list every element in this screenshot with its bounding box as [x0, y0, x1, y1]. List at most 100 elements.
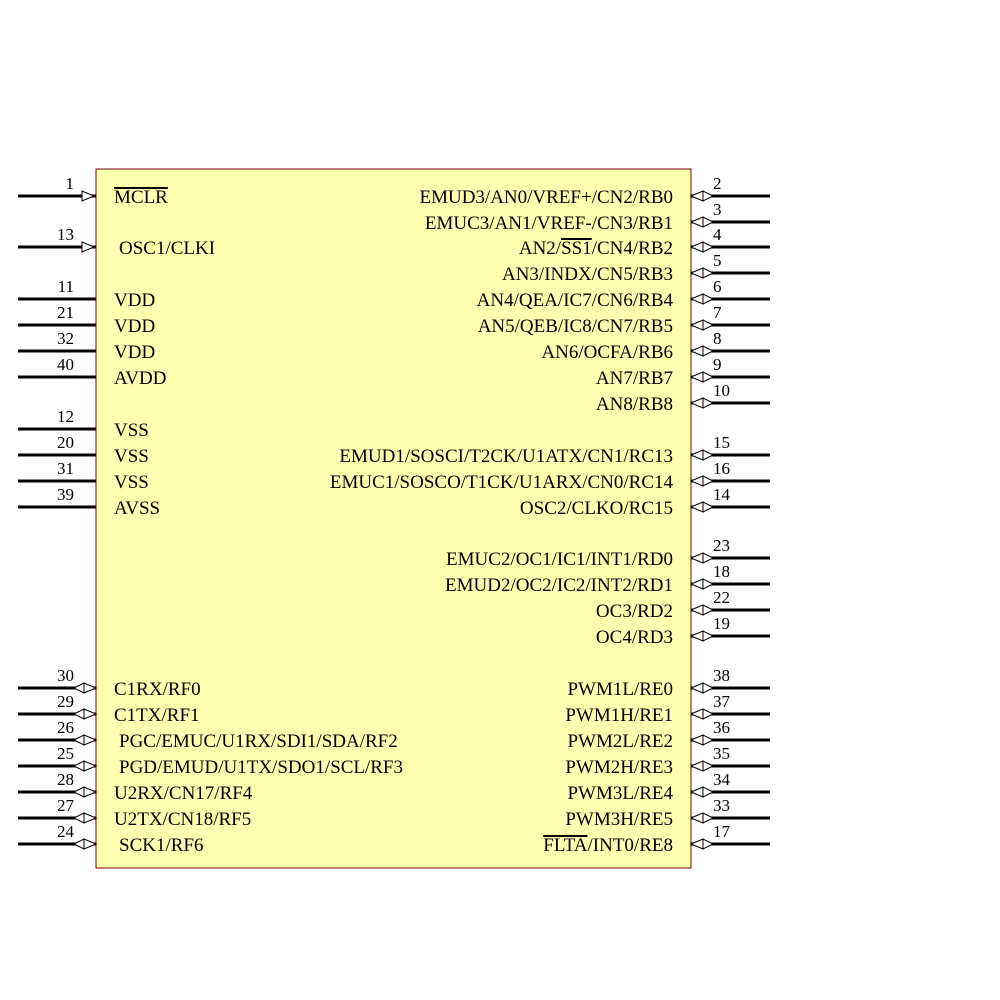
pin-number: 21	[57, 303, 74, 322]
pin-number: 6	[713, 277, 722, 296]
pin-label: EMUD3/AN0/VREF+/CN2/RB0	[419, 187, 673, 208]
pin-number: 29	[57, 692, 74, 711]
pin-number: 19	[713, 614, 730, 633]
pin-label: AN3/INDX/CN5/RB3	[502, 264, 673, 285]
pin-label: AN7/RB7	[596, 368, 673, 389]
pin-label: OSC2/CLKO/RC15	[520, 498, 673, 519]
bidir-arrow-in-icon	[72, 812, 85, 824]
bidir-arrow-in-icon	[689, 241, 704, 253]
bidir-arrow-in-icon	[689, 190, 704, 202]
bidir-arrow-out-icon	[702, 708, 715, 720]
pin-label: OSC1/CLKI	[119, 238, 215, 259]
pin-label: AN2/SS1/CN4/RB2	[519, 238, 673, 259]
pin-label: EMUD2/OC2/IC2/INT2/RD1	[445, 575, 673, 596]
bidir-arrow-out-icon	[702, 786, 715, 798]
left-pin-group: 1MCLR13OSC1/CLKI11VDD21VDD32VDD40AVDD12V…	[18, 174, 403, 856]
bidir-arrow-out-icon	[702, 475, 715, 487]
bidir-arrow-in-icon	[689, 552, 704, 564]
pin-label: OC3/RD2	[596, 601, 673, 622]
pin-label: PGD/EMUD/U1TX/SDO1/SCL/RF3	[119, 757, 403, 778]
pin-number: 32	[57, 329, 74, 348]
bidir-arrow-in-icon	[689, 293, 704, 305]
input-arrow-icon	[81, 241, 96, 253]
bidir-arrow-in-icon	[689, 760, 704, 772]
pin-number: 33	[713, 796, 730, 815]
pin-number: 3	[713, 200, 722, 219]
pin-label: SCK1/RF6	[119, 835, 203, 856]
bidir-arrow-in-icon	[689, 838, 704, 850]
bidir-arrow-out-icon	[83, 786, 98, 798]
bidir-arrow-in-icon	[689, 708, 704, 720]
pin-label: EMUC3/AN1/VREF-/CN3/RB1	[425, 213, 673, 234]
bidir-arrow-in-icon	[689, 475, 704, 487]
pin-number: 24	[57, 822, 75, 841]
pin-label: C1TX/RF1	[114, 705, 200, 726]
pin-label: U2TX/CN18/RF5	[114, 809, 251, 830]
bidir-arrow-out-icon	[702, 293, 715, 305]
bidir-arrow-in-icon	[689, 578, 704, 590]
pin-number: 30	[57, 666, 74, 685]
bidir-arrow-in-icon	[689, 786, 704, 798]
bidir-arrow-in-icon	[72, 760, 85, 772]
pin-number: 35	[713, 744, 730, 763]
bidir-arrow-in-icon	[689, 630, 704, 642]
pin-number: 36	[713, 718, 730, 737]
bidir-arrow-out-icon	[702, 734, 715, 746]
bidir-arrow-in-icon	[689, 267, 704, 279]
pin-number: 38	[713, 666, 730, 685]
pin-label: PWM3H/RE5	[565, 809, 673, 830]
pin-label: VSS	[114, 472, 149, 493]
bidir-arrow-in-icon	[72, 708, 85, 720]
pin-number: 20	[57, 433, 74, 452]
bidir-arrow-out-icon	[702, 838, 715, 850]
pin-label: VDD	[114, 342, 155, 363]
pin-number: 26	[57, 718, 74, 737]
bidir-arrow-in-icon	[72, 786, 85, 798]
pin-number: 16	[713, 459, 730, 478]
bidir-arrow-out-icon	[702, 190, 715, 202]
bidir-arrow-in-icon	[689, 371, 704, 383]
pin-number: 23	[713, 536, 730, 555]
pin-number: 37	[713, 692, 731, 711]
input-arrow-icon	[81, 190, 96, 202]
pin-label: EMUC1/SOSCO/T1CK/U1ARX/CN0/RC14	[330, 472, 674, 493]
pin-label: U2RX/CN17/RF4	[114, 783, 253, 804]
pin-label: VSS	[114, 446, 149, 467]
bidir-arrow-out-icon	[702, 449, 715, 461]
bidir-arrow-out-icon	[702, 604, 715, 616]
pin-number: 4	[713, 225, 722, 244]
pin-label: OC4/RD3	[596, 627, 673, 648]
bidir-arrow-in-icon	[689, 319, 704, 331]
bidir-arrow-in-icon	[689, 449, 704, 461]
pin-label: PWM2L/RE2	[567, 731, 673, 752]
bidir-arrow-out-icon	[702, 241, 715, 253]
bidir-arrow-out-icon	[83, 760, 98, 772]
pin-label: PWM2H/RE3	[565, 757, 673, 778]
pin-label: PWM3L/RE4	[567, 783, 673, 804]
bidir-arrow-in-icon	[72, 682, 85, 694]
pin-number: 18	[713, 562, 730, 581]
bidir-arrow-out-icon	[702, 682, 715, 694]
